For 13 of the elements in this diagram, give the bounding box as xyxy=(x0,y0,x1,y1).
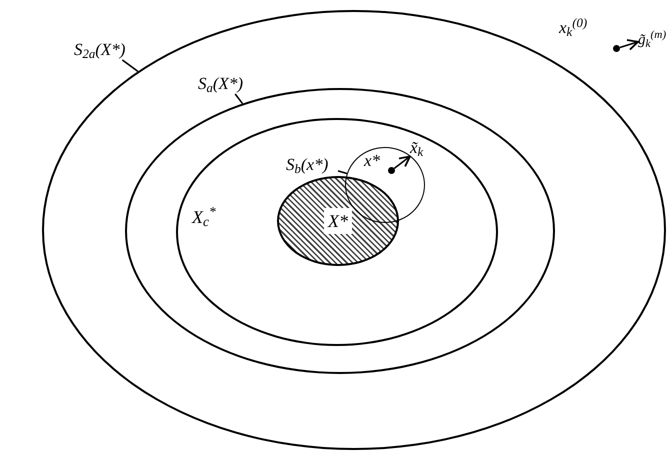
math-label: S$_{2a}$(X*) xyxy=(74,41,126,58)
contour-ellipse xyxy=(42,10,666,450)
vector-arrow xyxy=(620,39,639,50)
math-label: x̃$_{k}$ xyxy=(410,139,424,156)
math-label: S$_{b}$(x*) xyxy=(286,156,328,173)
leader-line xyxy=(122,59,138,72)
math-label: S$_{a}$(X*) xyxy=(198,75,244,92)
contour-ellipse xyxy=(176,118,498,346)
region-label: X* xyxy=(324,208,352,234)
point-label: x* xyxy=(364,152,380,169)
leader-line xyxy=(338,170,348,174)
leader-line xyxy=(234,94,244,104)
vector-arrow xyxy=(394,156,411,170)
